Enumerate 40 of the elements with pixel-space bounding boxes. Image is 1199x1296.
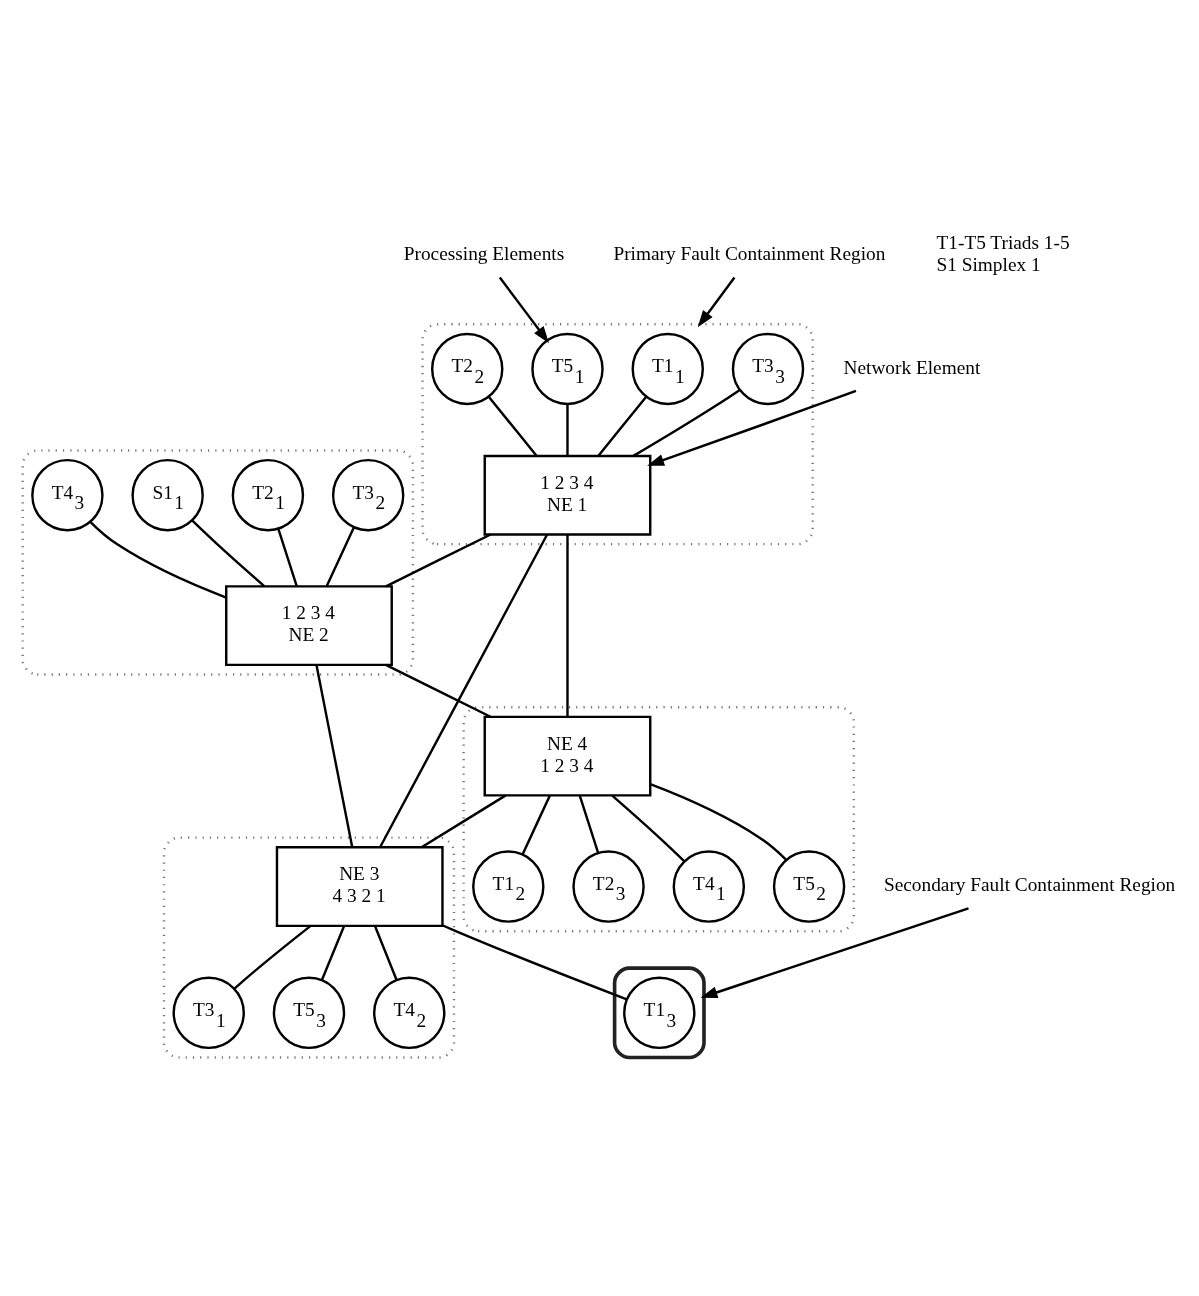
connector	[521, 794, 551, 856]
connector	[89, 521, 227, 599]
arrow	[498, 276, 550, 344]
cluster	[21, 449, 415, 676]
connector	[379, 534, 549, 848]
arrow	[700, 907, 969, 999]
node-text: Secondary Fault Containment Region	[883, 874, 1176, 896]
node-box: 1 2 3 4 NE 2	[225, 585, 393, 667]
connector	[566, 534, 569, 717]
cluster	[612, 966, 706, 1060]
arrow	[697, 276, 736, 328]
connector	[420, 794, 507, 849]
connector	[191, 519, 266, 587]
node-text: Processing Elements	[403, 243, 565, 264]
cluster	[162, 836, 456, 1059]
cluster	[462, 706, 855, 933]
label: T1-T5 Triads 1-5	[936, 232, 1070, 254]
label: S1 Simplex 1	[936, 253, 1041, 275]
node-box: 1 2 3 4 NE 1	[483, 454, 652, 536]
connector	[611, 794, 686, 863]
node-text: Network Element	[843, 356, 981, 378]
connector	[233, 925, 312, 990]
connector	[578, 795, 600, 854]
connector	[373, 925, 398, 981]
connector	[442, 924, 628, 1001]
connector	[315, 664, 354, 848]
connector	[566, 404, 569, 456]
connector	[487, 395, 538, 457]
connector	[320, 925, 346, 981]
node-box: NE 4 1 2 3 4	[483, 715, 652, 797]
connector	[385, 663, 491, 718]
connector	[325, 526, 355, 587]
node-box: NE 3 4 3 2 1	[275, 846, 444, 928]
connector	[632, 389, 741, 457]
node-text: Primary Fault Containment Region	[613, 243, 886, 264]
connector	[597, 395, 648, 457]
connector	[277, 528, 298, 587]
connector	[385, 533, 492, 588]
arrow	[647, 389, 857, 466]
connector	[649, 783, 787, 861]
